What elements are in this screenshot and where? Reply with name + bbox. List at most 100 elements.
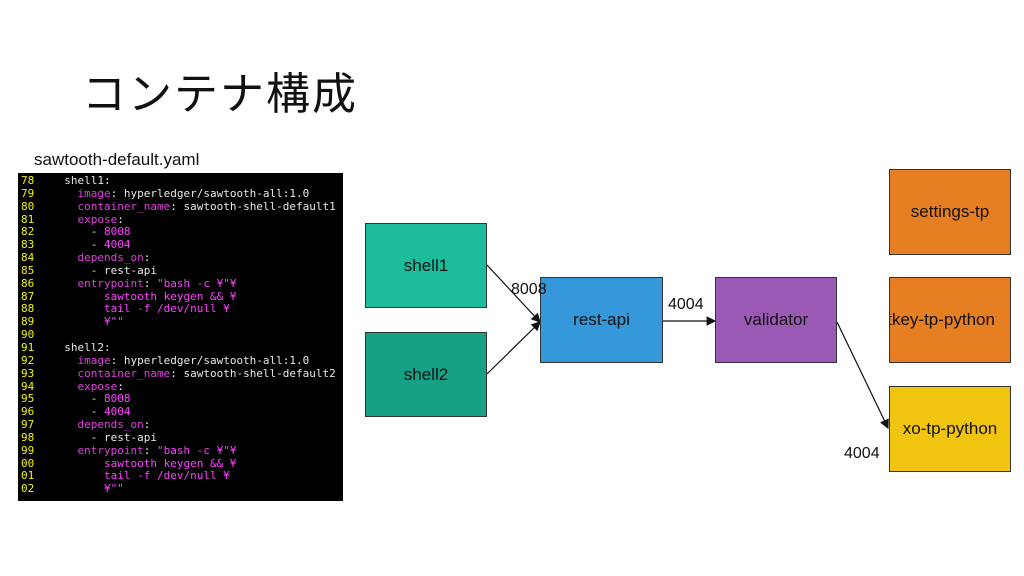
node-rest-api-label: rest-api <box>573 310 630 329</box>
code-token: 8008 <box>103 225 131 239</box>
code-line: 78 shell1: <box>18 174 343 188</box>
code-token: image <box>51 353 111 367</box>
code-token: : hyperledger/sawtooth-all:1.0 <box>110 186 310 200</box>
node-validator: validator <box>715 277 837 363</box>
line-number: 80 <box>21 199 35 213</box>
code-token: : <box>143 251 151 265</box>
line-number: 94 <box>21 379 35 393</box>
code-line: 84 depends_on: <box>18 251 343 265</box>
arrow-shell1-to-rest-api <box>486 264 541 323</box>
code-line: 87 sawtooth keygen && ¥ <box>18 289 343 304</box>
node-shell1-label: shell1 <box>403 255 449 275</box>
line-number: 88 <box>21 302 35 316</box>
line-number: 01 <box>21 469 35 483</box>
code-token: - <box>51 225 104 239</box>
code-token: entrypoint <box>51 276 144 290</box>
code-token: 4004 <box>103 405 131 419</box>
code-line: 97 depends_on: <box>18 418 343 432</box>
line-number: 96 <box>21 405 35 419</box>
code-token: : hyperledger/sawtooth-all:1.0 <box>110 353 310 367</box>
code-token: : <box>143 418 151 432</box>
code-line: 91 shell2: <box>18 340 343 355</box>
code-line: 96 - 4004 <box>18 405 343 419</box>
node-xo-tp-python: xo-tp-python <box>889 386 1011 472</box>
code-token: "bash -c ¥"¥ <box>156 276 237 290</box>
code-token: : sawtooth-shell-default1 <box>170 199 336 213</box>
code-token: tail -f /dev/null ¥ <box>51 302 230 316</box>
code-token: depends_on <box>51 251 144 265</box>
code-token: expose <box>51 379 118 393</box>
code-token: depends_on <box>51 418 144 432</box>
code-line: 79 image: hyperledger/sawtooth-all:1.0 <box>18 186 343 201</box>
line-number: 93 <box>21 366 35 380</box>
line-number: 82 <box>21 225 35 239</box>
code-line: 85 - rest-api <box>18 263 343 278</box>
code-token: : sawtooth-shell-default2 <box>170 366 336 380</box>
line-number: 90 <box>21 328 35 342</box>
code-line: 00 sawtooth keygen && ¥ <box>18 456 343 471</box>
node-intkey-tp-python-label: intkey-tp-python <box>890 310 995 329</box>
code-line: 89 ¥"" <box>18 315 343 329</box>
code-line: 98 - rest-api <box>18 430 343 445</box>
line-number: 86 <box>21 276 35 290</box>
node-shell1: shell1 <box>365 223 487 308</box>
code-token: ¥"" <box>51 315 124 329</box>
code-line: 81 expose: <box>18 212 343 227</box>
code-token: - <box>51 392 104 406</box>
code-line: 01 tail -f /dev/null ¥ <box>18 469 343 483</box>
code-token: ¥"" <box>51 482 124 496</box>
port-label-4004-xo: 4004 <box>844 445 880 462</box>
code-token: container_name <box>51 199 171 213</box>
yaml-code-block: 78 shell1:79 image: hyperledger/sawtooth… <box>18 173 343 501</box>
code-token: container_name <box>51 366 171 380</box>
code-token: : <box>143 443 157 457</box>
line-number: 98 <box>21 430 35 444</box>
code-token: sawtooth keygen && ¥ <box>51 456 237 470</box>
line-number: 89 <box>21 315 35 329</box>
code-line: 86 entrypoint: "bash -c ¥"¥ <box>18 276 343 291</box>
line-number: 83 <box>21 238 35 252</box>
code-token: entrypoint <box>51 443 144 457</box>
code-token: shell1: <box>51 174 111 187</box>
code-token: 8008 <box>103 392 131 406</box>
line-number: 00 <box>21 456 35 470</box>
code-token: - <box>51 405 104 419</box>
code-token: tail -f /dev/null ¥ <box>51 469 230 483</box>
code-line: 83 - 4004 <box>18 238 343 252</box>
code-token: shell2: <box>51 340 111 354</box>
line-number: 95 <box>21 392 35 406</box>
code-token: : <box>143 276 157 290</box>
node-settings-tp: settings-tp <box>889 169 1011 255</box>
code-token: image <box>51 186 111 200</box>
code-token: : <box>117 212 124 226</box>
port-label-4004-validator: 4004 <box>668 296 704 313</box>
line-number: 02 <box>21 482 35 496</box>
node-intkey-tp-python: intkey-tp-python <box>889 277 1011 363</box>
node-rest-api: rest-api <box>540 277 663 363</box>
line-number: 92 <box>21 353 35 367</box>
node-shell2-label: shell2 <box>403 364 449 384</box>
line-number: 91 <box>21 340 35 354</box>
code-token: expose <box>51 212 118 226</box>
code-line: 88 tail -f /dev/null ¥ <box>18 303 343 316</box>
line-number: 97 <box>21 418 35 432</box>
line-number: 85 <box>21 263 35 277</box>
code-token: sawtooth keygen && ¥ <box>51 289 237 303</box>
code-line: 99 entrypoint: "bash -c ¥"¥ <box>18 443 343 458</box>
node-xo-tp-python-label: xo-tp-python <box>902 419 998 438</box>
code-line: 94 expose: <box>18 379 343 394</box>
code-token: : <box>117 379 124 393</box>
code-token: - rest-api <box>51 263 157 277</box>
code-line: 93 container_name: sawtooth-shell-defaul… <box>18 366 343 381</box>
line-number: 79 <box>21 186 35 200</box>
code-line: 02 ¥"" <box>18 482 343 496</box>
code-line: 80 container_name: sawtooth-shell-defaul… <box>18 199 343 214</box>
line-number: 87 <box>21 289 35 303</box>
code-line: 82 - 8008 <box>18 225 343 239</box>
code-token: 4004 <box>103 238 131 252</box>
node-settings-tp-label: settings-tp <box>910 202 990 221</box>
code-line: 95 - 8008 <box>18 392 343 406</box>
arrow-shell2-to-rest-api <box>486 321 541 375</box>
yaml-filename: sawtooth-default.yaml <box>34 150 200 169</box>
